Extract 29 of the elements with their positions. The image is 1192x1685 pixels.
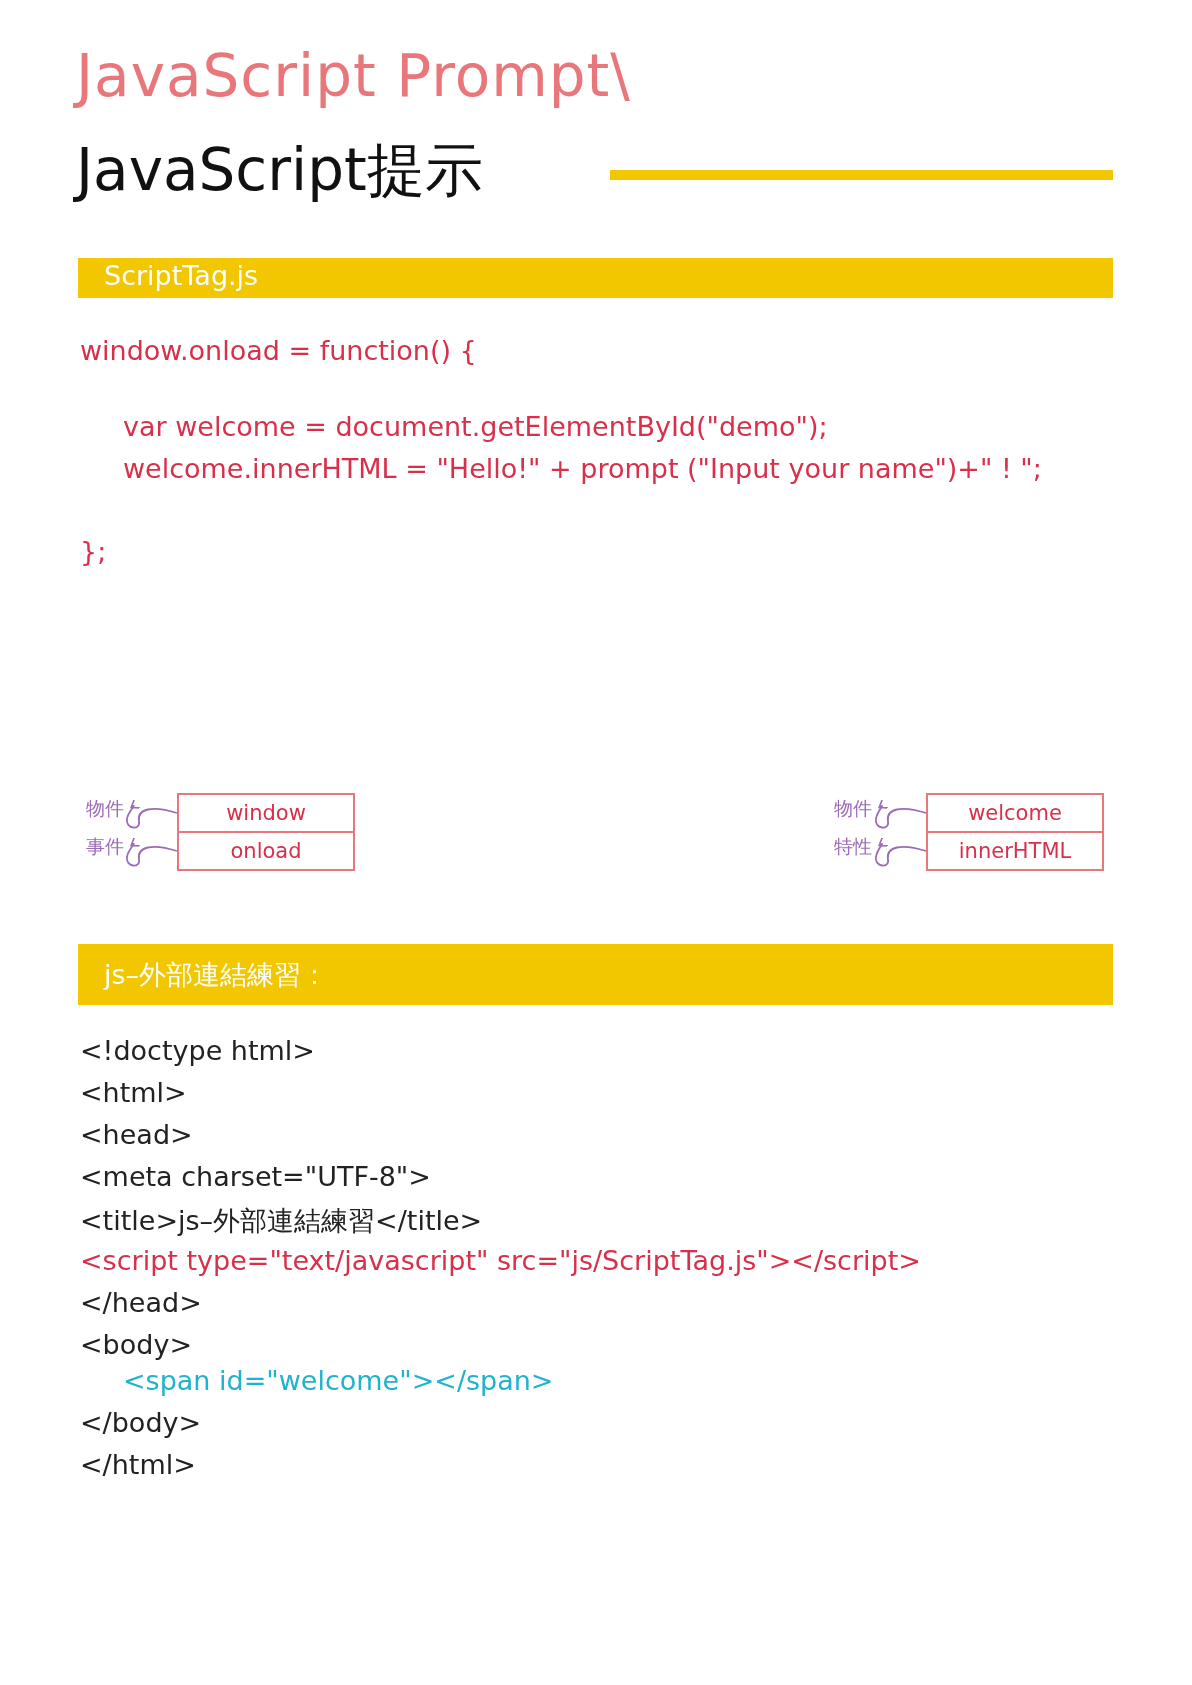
leader-arrow xyxy=(874,798,927,829)
code-line: <span id="welcome"></span> xyxy=(123,1365,554,1396)
code-line: </html> xyxy=(80,1449,196,1480)
leader-label: 特性 xyxy=(834,834,872,860)
section-heading: js–外部連結練習： xyxy=(104,958,329,992)
code-line: <title>js–外部連結練習</title> xyxy=(80,1204,483,1238)
leader-label: 物件 xyxy=(834,796,872,822)
code-line: }; xyxy=(80,536,107,567)
code-line: var welcome = document.getElementById("demo"); xyxy=(123,411,828,442)
code-line: welcome.innerHTML = "Hello!" + prompt ("Input your name")+" ! "; xyxy=(123,453,1042,484)
property-cell: onload xyxy=(177,831,355,871)
code-line: window.onload = function() { xyxy=(80,335,477,366)
leader-arrow xyxy=(125,836,178,867)
code-line: </body> xyxy=(80,1407,202,1438)
code-line: <!doctype html> xyxy=(80,1035,315,1066)
code-line: </head> xyxy=(80,1287,202,1318)
code-line: <html> xyxy=(80,1077,187,1108)
object-cell: window xyxy=(177,793,355,833)
code-line: <meta charset="UTF-8"> xyxy=(80,1161,431,1192)
leader-arrow xyxy=(125,798,178,829)
code-line: <head> xyxy=(80,1119,193,1150)
leader-label: 事件 xyxy=(86,834,124,860)
code-line: <body> xyxy=(80,1329,193,1360)
object-cell: welcome xyxy=(926,793,1104,833)
leader-arrow xyxy=(874,836,927,867)
code-line: <script type="text/javascript" src="js/ScriptTag.js"></script> xyxy=(80,1245,921,1276)
property-cell: innerHTML xyxy=(926,831,1104,871)
leader-label: 物件 xyxy=(86,796,124,822)
section-heading: ScriptTag.js xyxy=(104,260,259,291)
